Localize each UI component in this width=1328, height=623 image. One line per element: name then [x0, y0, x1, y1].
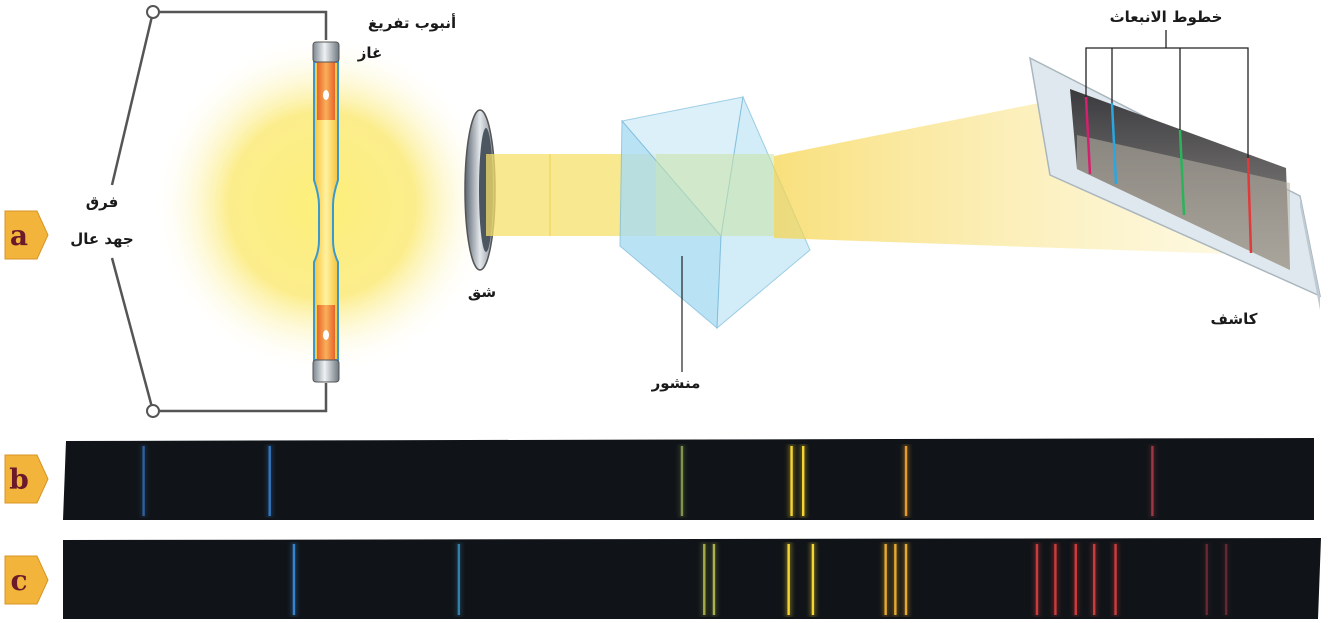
- detector-emission-line: [1246, 157, 1253, 254]
- circuit-wires: [110, 10, 328, 413]
- terminal-bottom: [146, 404, 160, 418]
- spectrum-b-lines: [140, 444, 1156, 518]
- spectral-line: [884, 544, 887, 615]
- spectral-line: [712, 544, 716, 615]
- spectral-line: [894, 544, 897, 615]
- panel-label-b: b: [9, 463, 29, 496]
- tube-cap-bottom: [312, 359, 340, 383]
- voltage-label-line1: فرق: [86, 193, 119, 211]
- detector-label: كاشف: [1211, 310, 1258, 328]
- detector-emission-line: [1084, 96, 1092, 175]
- spectral-line: [787, 544, 790, 615]
- spectral-line: [802, 446, 805, 516]
- emission-lines-label: خطوط الانبعاث: [1110, 8, 1223, 26]
- terminal-top: [146, 5, 160, 19]
- tube-label-line1: أنبوب تفريغ: [368, 13, 456, 32]
- spectral-line: [292, 544, 296, 615]
- panel-c: c: [4, 538, 1321, 619]
- panel-badge-c: c: [4, 555, 49, 605]
- spectral-line: [904, 446, 908, 516]
- spectral-line: [1093, 544, 1096, 615]
- detector-emission-line: [1110, 102, 1118, 185]
- prism-label: منشور: [651, 374, 701, 392]
- tube-label-line2: غاز: [357, 44, 383, 62]
- spectrum-c-lines: [290, 542, 1230, 617]
- spectral-line: [1205, 544, 1208, 615]
- detector: [1029, 56, 1322, 310]
- spectral-line: [790, 446, 793, 516]
- spectral-line: [1054, 544, 1057, 615]
- spectral-line: [1035, 544, 1039, 615]
- panel-label-a: a: [10, 219, 28, 252]
- spectral-line: [1114, 544, 1117, 615]
- panel-badge-b: b: [4, 454, 49, 504]
- spectrum-c-strip: [63, 538, 1321, 619]
- panel-label-c: c: [10, 564, 27, 597]
- spectral-line: [1151, 446, 1154, 516]
- emission-lines-leaders: [1085, 30, 1249, 158]
- gas-discharge-tube: [312, 41, 340, 383]
- spectral-line: [703, 544, 706, 615]
- spectral-line: [811, 544, 815, 615]
- panel-a: أنبوب تفريغ غاز فرق جهد عال شق منشور خطو…: [4, 5, 1322, 418]
- spectral-line: [268, 446, 271, 516]
- spectrum-b-strip: [63, 438, 1314, 520]
- tube-cap-top: [312, 41, 340, 63]
- voltage-label-line2: جهد عال: [70, 230, 134, 248]
- panel-b: b: [4, 438, 1314, 520]
- spectral-line: [680, 446, 684, 516]
- panel-badge-a: a: [4, 210, 49, 260]
- detector-emission-lines: [1084, 96, 1253, 254]
- slit-label: شق: [468, 283, 496, 301]
- spectral-line: [1074, 544, 1077, 615]
- spectral-line: [457, 544, 461, 615]
- spectral-line: [904, 544, 908, 615]
- detector-emission-line: [1178, 129, 1186, 216]
- spectral-line: [142, 446, 145, 516]
- spectral-line: [1224, 544, 1228, 615]
